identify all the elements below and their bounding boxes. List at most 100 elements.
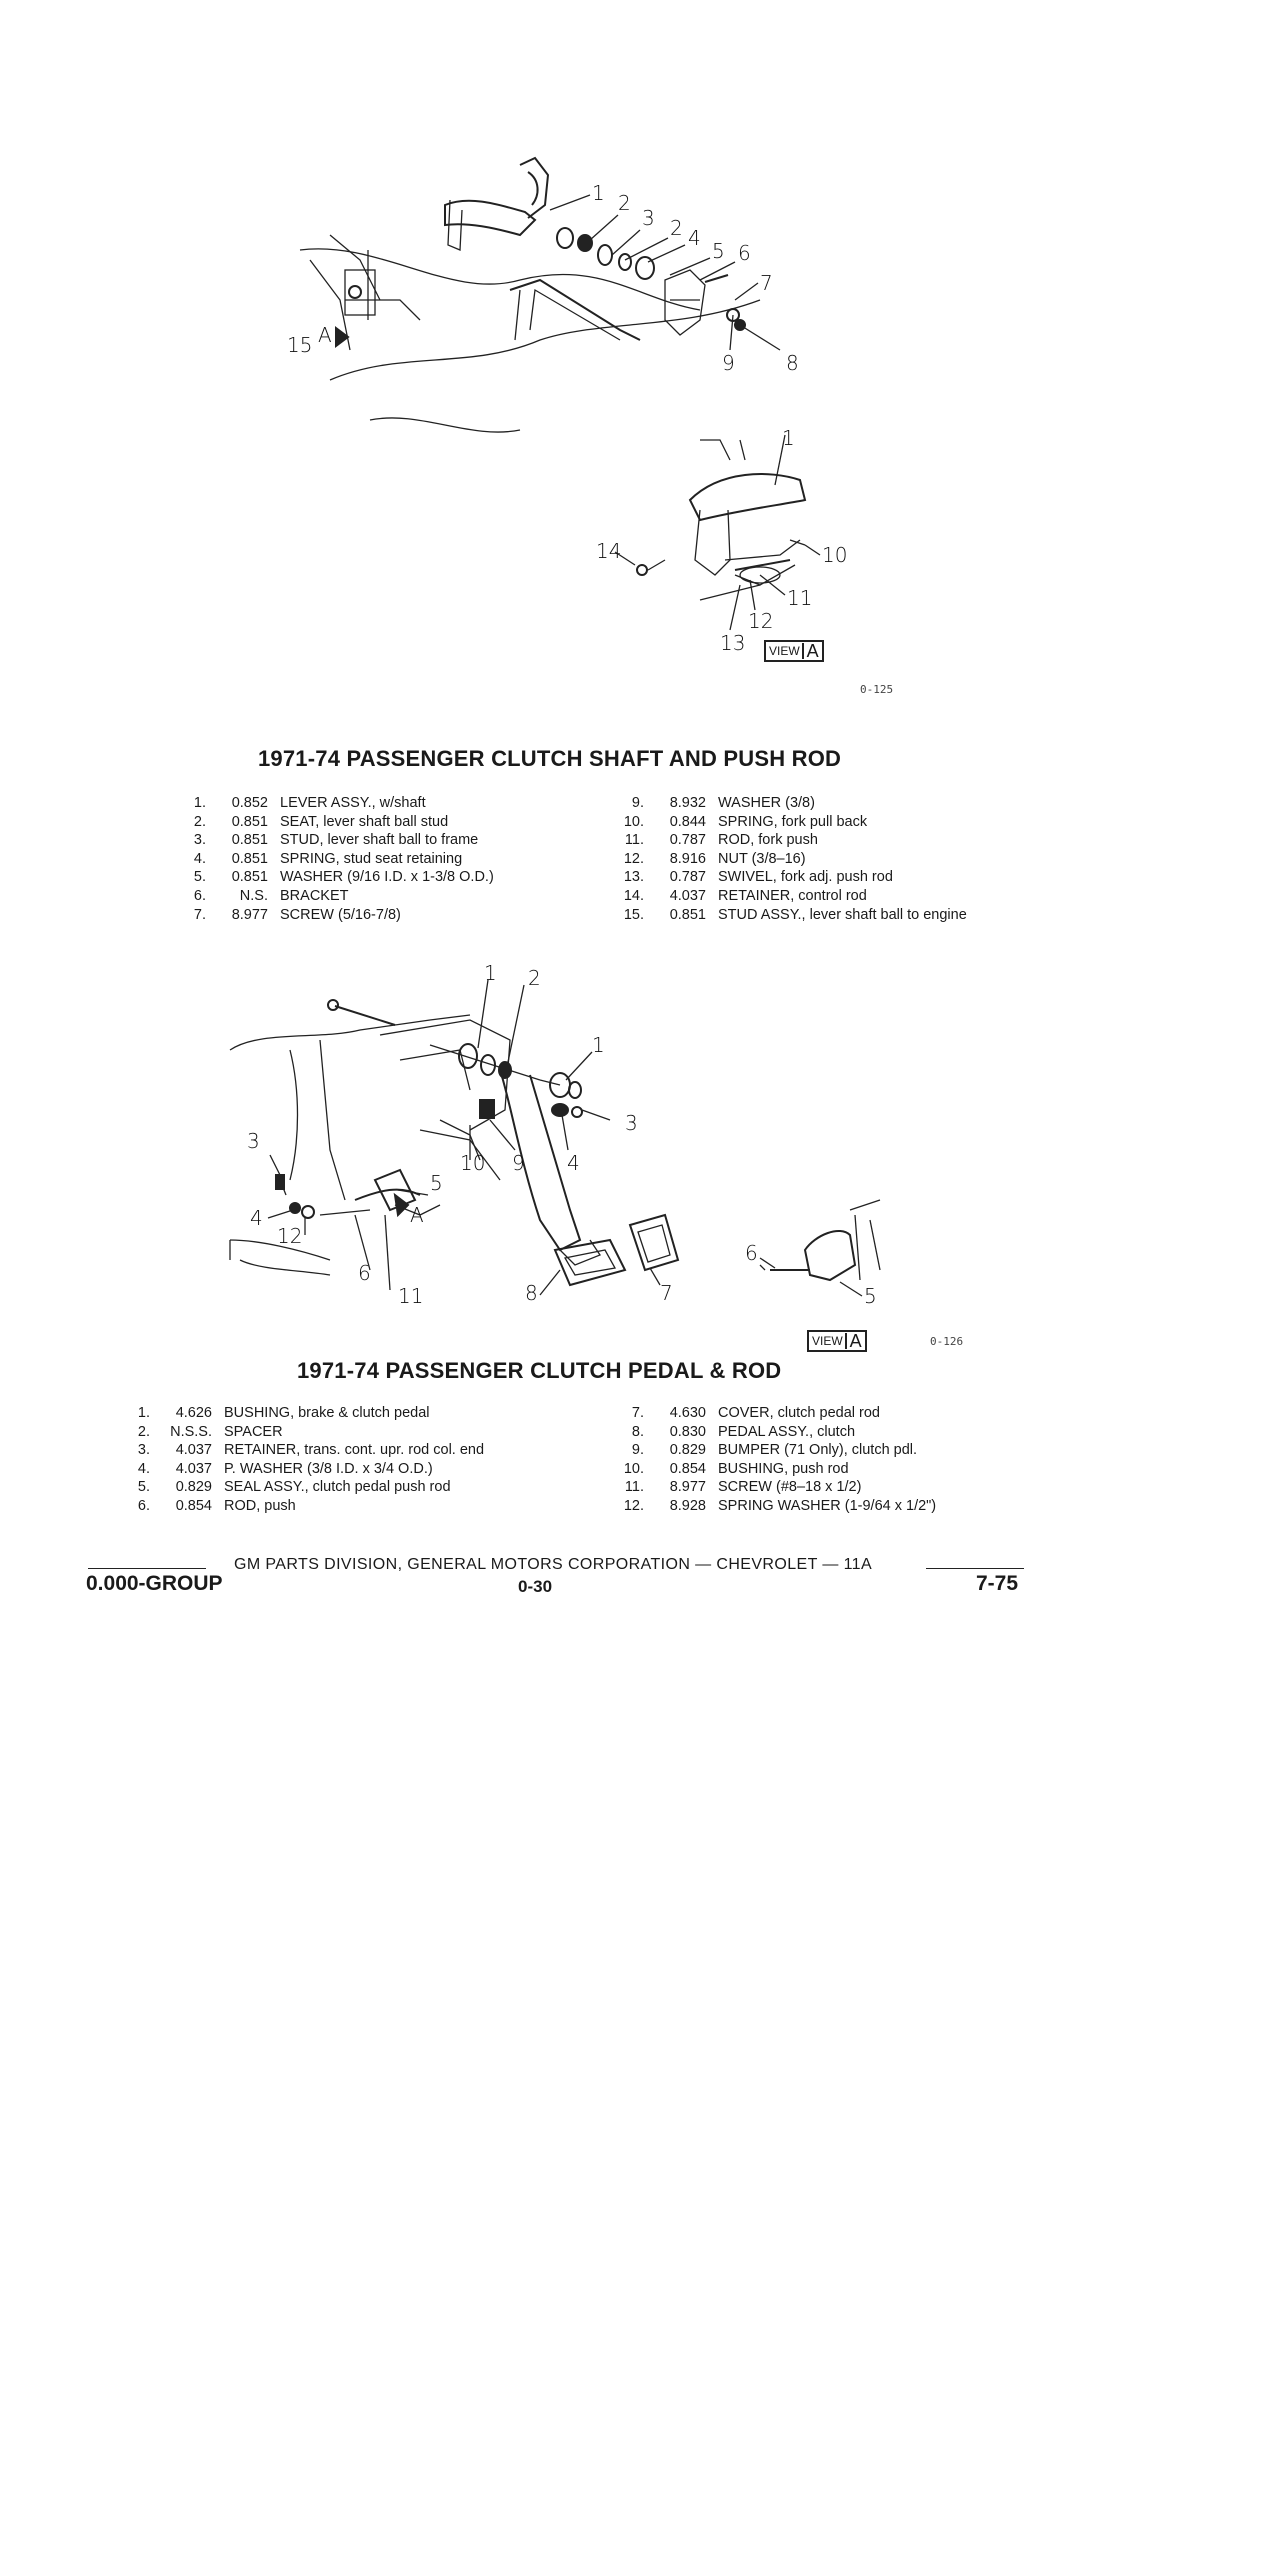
callout-14: 14 [596,539,621,563]
callout-3: 3 [642,206,655,230]
item-number: 9. [631,795,644,811]
item-description: SEAL ASSY., clutch pedal push rod [224,1479,451,1496]
item-code: 0.854 [669,1460,706,1477]
item-number: 5. [193,869,206,886]
item-number: 10. [623,813,644,830]
item-code: 4.630 [669,1405,706,1421]
item-description: SWIVEL, fork adj. push rod [718,869,893,886]
item-number: 12. [623,850,644,867]
item-code: 0.852 [231,795,268,811]
item-description: WASHER (9/16 I.D. x 1-3/8 O.D.) [280,869,494,886]
callout-11: 11 [787,586,812,610]
item-code: 4.037 [175,1442,212,1459]
clutch-pedal-illustration: 1 2 1 3 3 4 4 5 6 7 8 9 10 11 12 A 6 5 [229,961,881,1308]
item-number: 4. [193,850,206,867]
callout-1: 1 [484,961,497,985]
item-number: 4. [137,1460,150,1477]
item-code: 4.037 [175,1460,212,1477]
item-description: ROD, fork push [718,832,818,849]
callout-15: 15 [287,333,312,357]
footer-publisher: GM PARTS DIVISION, GENERAL MOTORS CORPOR… [234,1556,873,1573]
list-item: 2. N.S.S. SPACER [124,1423,484,1442]
item-number: 15. [623,906,644,923]
item-number: 13. [623,869,644,886]
item-description: RETAINER, trans. cont. upr. rod col. end [224,1442,485,1459]
clutch-shaft-illustration: 1 2 3 2 4 5 6 7 8 9 15 A 1 10 11 12 13 1… [287,156,847,655]
item-code: 8.977 [231,906,268,923]
callout-12: 12 [748,609,773,633]
callout-13: 13 [720,631,745,655]
item-code: 8.932 [669,795,706,811]
item-code: 0.830 [669,1423,706,1440]
view-label-letter: A [801,642,819,660]
callout-10: 10 [822,543,847,567]
item-number: 6. [137,1497,150,1514]
item-description: COVER, clutch pedal rod [718,1405,880,1421]
callout-10: 10 [460,1151,485,1175]
callout-7: 7 [660,1281,673,1305]
item-description: ROD, push [224,1497,296,1514]
callout-5: 5 [712,239,725,263]
callout-6: 6 [738,241,751,265]
item-description: BRACKET [280,887,349,904]
item-number: 9. [631,1442,644,1459]
group-number: 0.000-GROUP [86,1572,223,1595]
item-code: 4.037 [669,887,706,904]
item-description: NUT (3/8–16) [718,850,806,867]
item-code: 0.851 [231,832,268,849]
item-description: SPRING, fork pull back [718,813,868,830]
item-description: RETAINER, control rod [718,887,867,904]
list-item: 1. 0.852 LEVER ASSY., w/shaft [180,794,494,813]
callout-11: 11 [398,1284,423,1308]
callout-9: 9 [722,351,735,375]
item-code: 4.626 [175,1405,212,1421]
view-a-label: VIEW A [807,1330,867,1352]
callout-1b: 1 [592,1033,605,1057]
callout-8: 8 [786,351,799,375]
callout-2b: 2 [670,216,683,240]
item-description: LEVER ASSY., w/shaft [280,795,426,811]
item-code: 0.854 [175,1497,212,1514]
item-description: SPACER [224,1423,283,1440]
callout-7: 7 [760,271,773,295]
section-title: 1971-74 PASSENGER CLUTCH PEDAL & ROD [297,1358,782,1383]
item-code: N.S.S. [170,1423,212,1440]
callout-3b: 3 [247,1129,260,1153]
item-code: 8.916 [669,850,706,867]
figure-code: 0-126 [930,1335,964,1348]
view-label-letter: A [844,1332,862,1350]
callout-4: 4 [567,1151,580,1175]
callout-4b: 4 [250,1206,263,1230]
item-description: BUMPER (71 Only), clutch pdl. [718,1442,918,1459]
item-number: 11. [624,1479,644,1496]
callout-3: 3 [625,1111,638,1135]
item-code: N.S. [239,887,268,904]
item-description: STUD ASSY., lever shaft ball to engine [718,906,967,923]
item-code: 0.829 [669,1442,706,1459]
item-description: PEDAL ASSY., clutch [718,1423,856,1440]
item-code: 0.787 [669,832,706,849]
item-number: 6. [193,887,206,904]
item-number: 12. [623,1497,644,1514]
section-title: 1971-74 PASSENGER CLUTCH SHAFT AND PUSH … [258,746,842,771]
item-number: 2. [137,1423,150,1440]
list-item: 6. N.S. BRACKET [180,887,494,906]
callout-4: 4 [688,226,701,250]
callout-1: 1 [592,181,605,205]
item-number: 1. [193,795,206,811]
list-item: 9. 0.829 BUMPER (71 Only), clutch pdl. [618,1441,936,1460]
callout-1b: 1 [782,426,795,450]
